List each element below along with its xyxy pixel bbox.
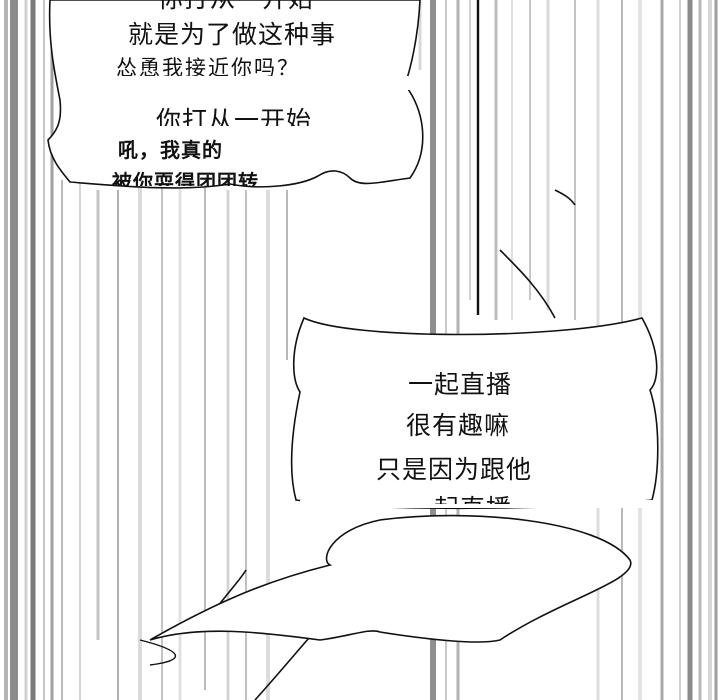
right-bubble-line1: 一起直播	[408, 370, 513, 398]
right-bubble-line3: 只是因为跟他	[376, 455, 533, 484]
scan-gap-bands	[60, 76, 660, 508]
speech-bubble-bottom	[139, 514, 632, 666]
top-bubble-line2: 就是为了做这种事	[128, 20, 337, 49]
speech-bubble-top	[47, 0, 424, 189]
top-bubble-line4: 你打从一开始	[156, 106, 313, 126]
whisper-line1: 吼，我真的	[118, 138, 223, 162]
top-bubble-line3-clip: 怂恿我接近你吗？	[110, 56, 390, 77]
right-bubble-line4: 一起直播	[408, 496, 512, 504]
right-bubble-line2: 很有趣嘛	[406, 411, 511, 440]
right-bubble-line4-clip: 一起直播	[400, 492, 540, 504]
whisper-line2: 被你耍得团团转	[112, 170, 258, 186]
top-bubble-line1-clip: 你打从一开始	[120, 0, 380, 12]
top-bubble-line3: 怂恿我接近你吗？	[116, 56, 300, 77]
top-bubble-line1: 你打从一开始	[158, 0, 314, 11]
top-bubble-line4-clip: 你打从一开始	[150, 104, 340, 126]
right-bubble-line1-clip: 一起直播	[400, 368, 540, 398]
whisper-line2-clip: 被你耍得团团转	[108, 170, 258, 186]
